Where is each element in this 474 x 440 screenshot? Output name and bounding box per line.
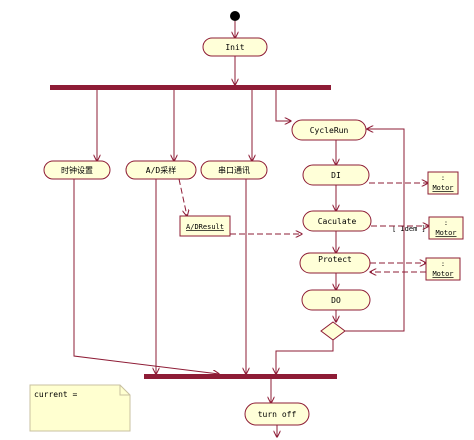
activity-timer-label: 时钟设置 [61, 165, 93, 175]
motor-2-label: Motor [435, 229, 456, 237]
flow-timer-join [73, 179, 219, 374]
object-motor-2[interactable]: : Motor [428, 216, 464, 240]
activity-serial-comm[interactable]: 串口通讯 [200, 160, 268, 180]
activity-ad-label: A/D采样 [146, 165, 176, 175]
initial-node[interactable] [230, 11, 240, 21]
activity-calculate[interactable]: Caculate [302, 210, 372, 232]
activity-protect-label: Protect [318, 255, 352, 264]
join-bar[interactable] [144, 374, 337, 379]
object-adresult-label: A/DResult [186, 223, 224, 231]
note-text: current = [34, 390, 78, 399]
flow-fork-cyclerun [275, 90, 291, 121]
activity-protect[interactable]: Protect [299, 252, 371, 274]
activity-init-label: Init [225, 43, 244, 52]
activity-turn-off[interactable]: turn off [244, 402, 310, 426]
motor-1-label: Motor [432, 184, 453, 192]
activity-ad-sampling[interactable]: A/D采样 [125, 160, 197, 180]
activity-di[interactable]: DI [302, 164, 370, 186]
flow-loop-cyclerun [345, 129, 405, 332]
activity-cyclerun[interactable]: CycleRun [291, 119, 367, 141]
motor-1-colon: : [441, 174, 445, 182]
activity-serial-label: 串口通讯 [218, 165, 250, 175]
flow-ad-result [178, 178, 187, 216]
flow-decision-join [276, 340, 334, 374]
fork-bar[interactable] [50, 85, 331, 90]
activity-calculate-label: Caculate [318, 217, 357, 226]
activity-do-label: DO [331, 296, 341, 305]
activity-timer-setup[interactable]: 时钟设置 [43, 160, 111, 180]
object-adresult[interactable]: A/DResult [179, 215, 231, 237]
object-motor-1[interactable]: : Motor [427, 171, 459, 195]
activity-cyclerun-label: CycleRun [310, 126, 349, 135]
decision-node[interactable] [320, 321, 346, 341]
note[interactable]: current = [29, 384, 131, 432]
motor-2-colon: : [444, 219, 448, 227]
activity-turnoff-label: turn off [258, 410, 297, 419]
activity-di-label: DI [331, 171, 341, 180]
motor-3-colon: : [441, 260, 445, 268]
activity-init[interactable]: Init [202, 37, 268, 57]
motor-3-label: Motor [432, 270, 453, 278]
activity-do[interactable]: DO [301, 289, 371, 311]
state-label-idem: [ Idem ] [392, 225, 426, 233]
object-motor-3[interactable]: : Motor [425, 257, 461, 281]
